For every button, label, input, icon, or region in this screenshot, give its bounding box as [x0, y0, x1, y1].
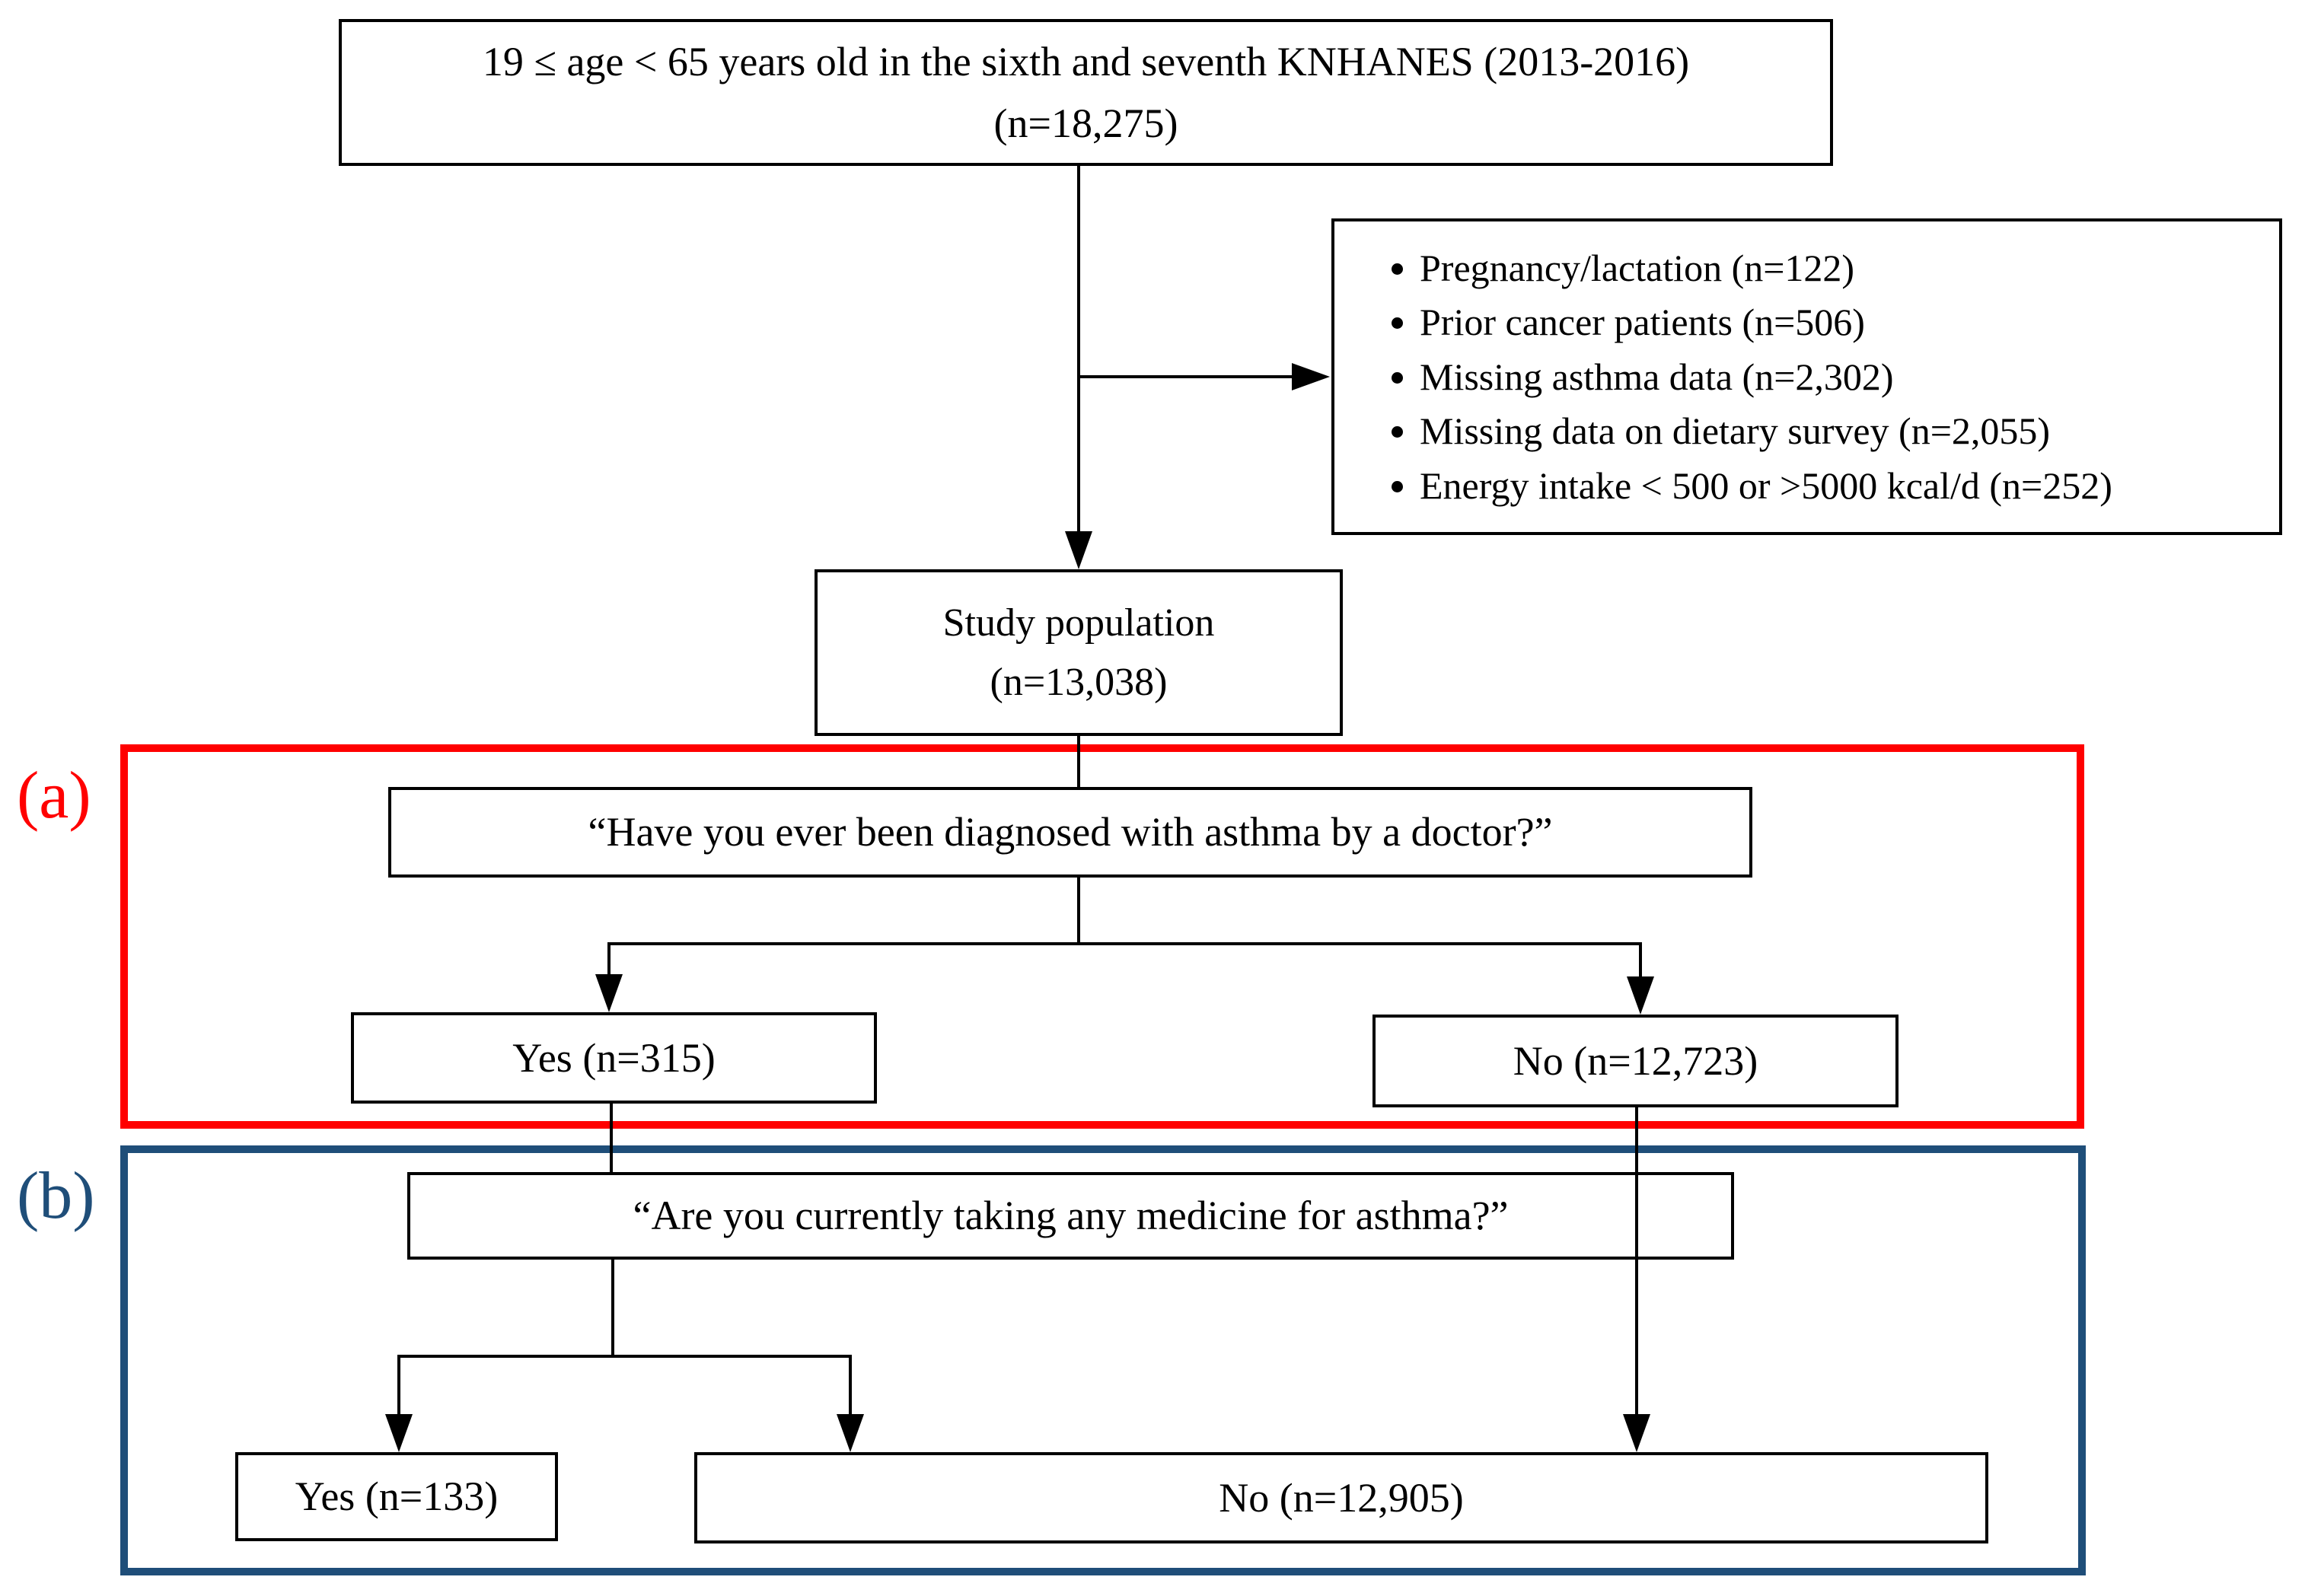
- question-a-box: “Have you ever been diagnosed with asthm…: [388, 787, 1752, 878]
- connector-enrollment-to-study: [1077, 166, 1080, 534]
- connector-branch-b-to-yes: [397, 1355, 400, 1417]
- no-medication-box: No (n=12,905): [694, 1452, 1988, 1543]
- section-a-label: (a): [17, 759, 91, 833]
- question-b-text: “Are you currently taking any medicine f…: [633, 1193, 1509, 1238]
- section-a-outline: [120, 744, 2084, 1129]
- connector-question-b-branch: [397, 1355, 852, 1358]
- enrollment-count-text: (n=18,275): [993, 100, 1178, 146]
- question-a-text: “Have you ever been diagnosed with asthm…: [588, 809, 1553, 855]
- no-asthma-diagnosis-text: No (n=12,723): [1513, 1037, 1758, 1084]
- section-b-outline: [120, 1145, 2086, 1575]
- arrowhead-into-yes-b: [385, 1414, 413, 1452]
- connector-question-b-stem: [611, 1258, 614, 1358]
- study-population-count: (n=13,038): [990, 660, 1168, 704]
- arrowhead-into-exclusions: [1292, 363, 1330, 390]
- exclusion-item: Prior cancer patients (n=506): [1420, 298, 2264, 346]
- arrowhead-no-a-into-no-b: [1623, 1414, 1650, 1452]
- exclusion-item: Pregnancy/lactation (n=122): [1420, 244, 2264, 292]
- connector-to-exclusions: [1077, 375, 1292, 378]
- arrowhead-into-yes-a: [595, 974, 623, 1012]
- enrollment-criteria-text: 19 ≤ age < 65 years old in the sixth and…: [482, 38, 1690, 84]
- connector-question-a-stem: [1077, 876, 1080, 945]
- arrowhead-branch-b-into-no-b: [837, 1414, 864, 1452]
- section-b-label: (b): [17, 1159, 95, 1233]
- connector-no-a-to-no-b: [1635, 1106, 1638, 1417]
- exclusion-criteria-box: Pregnancy/lactation (n=122) Prior cancer…: [1331, 218, 2282, 535]
- study-population-text: Study population: [942, 600, 1215, 645]
- enrollment-box: 19 ≤ age < 65 years old in the sixth and…: [339, 19, 1833, 166]
- exclusion-list: Pregnancy/lactation (n=122) Prior cancer…: [1334, 237, 2279, 517]
- arrowhead-into-no-a: [1627, 976, 1654, 1015]
- arrowhead-into-study-population: [1065, 531, 1092, 569]
- yes-asthma-diagnosis-text: Yes (n=315): [512, 1034, 716, 1081]
- question-b-box: “Are you currently taking any medicine f…: [407, 1172, 1734, 1260]
- exclusion-item: Energy intake < 500 or >5000 kcal/d (n=2…: [1420, 462, 2264, 510]
- study-population-box: Study population (n=13,038): [815, 569, 1343, 736]
- connector-branch-a-to-yes: [607, 942, 611, 977]
- yes-asthma-diagnosis-box: Yes (n=315): [351, 1012, 877, 1104]
- connector-study-to-question-a: [1077, 734, 1080, 788]
- yes-medication-text: Yes (n=133): [295, 1473, 499, 1519]
- no-asthma-diagnosis-box: No (n=12,723): [1372, 1015, 1899, 1107]
- connector-question-a-branch: [607, 942, 1642, 945]
- no-medication-text: No (n=12,905): [1219, 1474, 1464, 1521]
- exclusion-item: Missing asthma data (n=2,302): [1420, 353, 2264, 401]
- exclusion-item: Missing data on dietary survey (n=2,055): [1420, 407, 2264, 455]
- connector-yes-a-to-question-b: [610, 1102, 613, 1172]
- connector-branch-b-to-no: [849, 1355, 852, 1417]
- connector-branch-a-to-no: [1639, 942, 1642, 980]
- yes-medication-box: Yes (n=133): [235, 1452, 558, 1541]
